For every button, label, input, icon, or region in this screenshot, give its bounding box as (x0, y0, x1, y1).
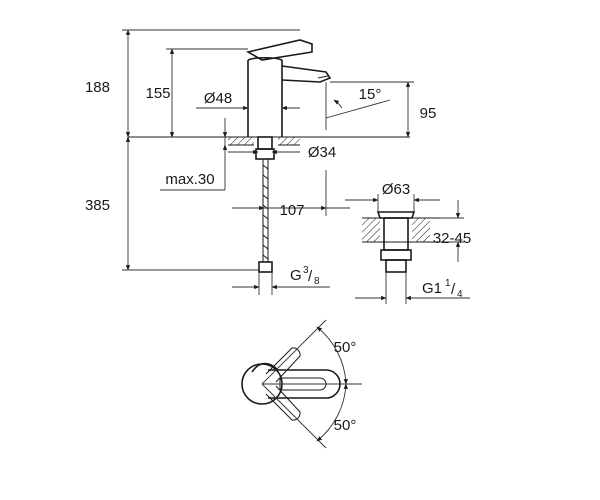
mounting-shank (257, 136, 273, 150)
svg-text:1: 1 (445, 278, 451, 289)
popup-waste (362, 211, 440, 273)
label-max-thickness: max.30 (165, 171, 214, 188)
dimension-lines (122, 29, 414, 295)
mounting-nut (255, 148, 275, 160)
label-spout-height: 95 (420, 105, 437, 122)
label-diameter-hole: Ø34 (308, 144, 336, 161)
countertop-hatch-right (278, 137, 300, 145)
lever-handle (245, 39, 313, 61)
label-height-spout: 155 (145, 85, 170, 102)
label-waste-range: 32-45 (433, 230, 471, 247)
svg-text:/: / (451, 281, 456, 298)
svg-text:/: / (308, 268, 313, 285)
svg-text:8: 8 (314, 276, 320, 287)
svg-text:G1: G1 (422, 280, 442, 297)
waste-cap (376, 211, 416, 219)
label-thread-waste: G1 1 / 4 (422, 278, 463, 300)
svg-text:G: G (290, 267, 302, 284)
flex-hose (262, 159, 269, 262)
label-hose-length: 385 (85, 197, 110, 214)
faucet-body (247, 60, 283, 137)
lever-down-position (265, 385, 301, 421)
waste-dimensions (345, 194, 470, 304)
label-spout-angle: 15° (359, 86, 382, 103)
svg-text:3: 3 (303, 265, 309, 276)
hose-connector (258, 261, 273, 273)
label-diameter-body: Ø48 (204, 90, 232, 107)
svg-text:4: 4 (457, 289, 463, 300)
label-thread-hose: G 3 / 8 (290, 265, 320, 287)
label-height-total: 188 (85, 79, 110, 96)
label-lever-angle-down: 50° (334, 417, 357, 434)
label-diameter-waste: Ø63 (382, 181, 410, 198)
label-lever-angle-up: 50° (334, 339, 357, 356)
countertop-hatch-left (228, 137, 254, 145)
faucet-spout (281, 65, 332, 83)
label-projection: 107 (279, 202, 304, 219)
lever-up-position (265, 347, 301, 383)
waste-body (383, 217, 409, 251)
rotation-dimensions (261, 319, 362, 449)
